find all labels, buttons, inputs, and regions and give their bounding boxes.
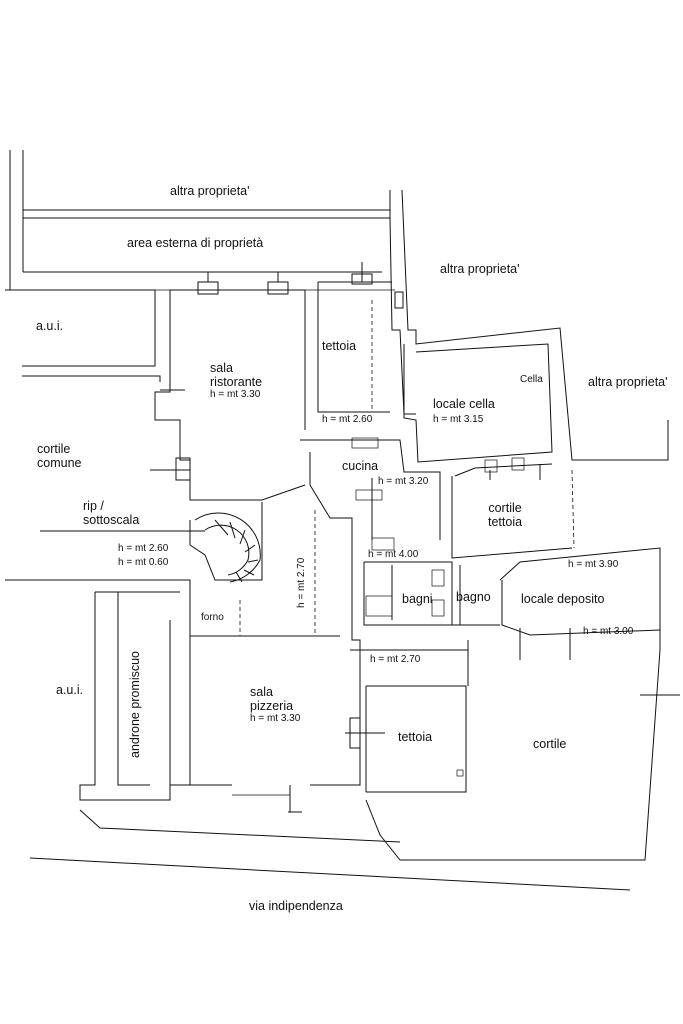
label-height-300: h = mt 3.00 <box>583 626 634 637</box>
label-locale-cella: locale cella <box>433 397 495 411</box>
label-rip-line1: rip / <box>83 499 104 513</box>
label-forno: forno <box>201 612 224 623</box>
label-locale-deposito: locale deposito <box>521 592 605 606</box>
label-cortile: cortile <box>533 737 567 751</box>
label-tettoia-top: tettoia <box>322 339 357 353</box>
label-sala-pizzeria: sala pizzeria <box>250 685 294 714</box>
street-lines <box>29 809 631 891</box>
label-cortile-comune-line1: cortile <box>37 442 71 456</box>
label-height-270-vertical: h = mt 2.70 <box>296 557 307 608</box>
label-aui-top: a.u.i. <box>36 319 64 333</box>
label-cortile-tettoia: cortile tettoia <box>488 501 523 530</box>
label-rip-sottoscala: rip / sottoscala <box>83 499 140 528</box>
right-boundary-walls <box>389 189 669 463</box>
label-altra-proprieta-right-1: altra proprieta' <box>440 262 520 276</box>
aui-top-walls <box>5 289 161 382</box>
label-area-esterna: area esterna di proprietà <box>127 236 264 250</box>
sala-ristorante-walls <box>150 272 306 501</box>
label-locale-cella-height: h = mt 3.15 <box>433 414 484 425</box>
label-sala-pizzeria-line2: pizzeria <box>250 698 294 713</box>
label-cortile-tettoia-line1: cortile <box>488 501 522 515</box>
label-cella: Cella <box>520 374 543 385</box>
spiral-staircase <box>40 502 263 583</box>
label-sala-ristorante: sala ristorante <box>210 361 263 390</box>
label-sala-ristorante-line1: sala <box>210 361 233 375</box>
label-height-400: h = mt 4.00 <box>368 549 419 560</box>
top-boundary-walls <box>9 150 395 291</box>
bagni-walls <box>363 561 500 626</box>
sala-pizzeria-walls <box>170 510 385 813</box>
label-cortile-comune-line2: comune <box>37 455 82 470</box>
tettoia-bottom-walls <box>350 640 469 793</box>
label-sala-ristorante-height: h = mt 3.30 <box>210 389 261 400</box>
label-altra-proprieta-top: altra proprieta' <box>170 184 250 198</box>
label-height-270: h = mt 2.70 <box>370 654 421 665</box>
label-cortile-tettoia-line2: tettoia <box>488 514 523 529</box>
label-sala-pizzeria-line1: sala <box>250 685 273 699</box>
label-androne-promiscuo: androne promiscuo <box>128 650 142 758</box>
label-aui-bottom: a.u.i. <box>56 683 84 697</box>
cucina-walls <box>300 437 441 551</box>
label-cortile-comune: cortile comune <box>37 442 82 471</box>
label-stair-height-260: h = mt 2.60 <box>118 543 169 554</box>
cortile-walls <box>365 649 680 861</box>
cortile-tettoia-walls <box>451 457 575 559</box>
label-stair-height-060: h = mt 0.60 <box>118 557 169 568</box>
label-height-390: h = mt 3.90 <box>568 559 619 570</box>
locale-deposito-walls <box>499 547 661 660</box>
label-bagni: bagni <box>402 592 433 606</box>
label-sala-pizzeria-height: h = mt 3.30 <box>250 713 301 724</box>
label-sala-ristorante-line2: ristorante <box>210 374 263 389</box>
label-altra-proprieta-right-2: altra proprieta' <box>588 375 668 389</box>
label-tettoia-bottom: tettoia <box>398 730 433 744</box>
label-bagno: bagno <box>456 590 491 604</box>
label-height-260-top: h = mt 2.60 <box>322 414 373 425</box>
label-cucina: cucina <box>342 459 379 473</box>
tettoia-top-walls <box>317 262 404 413</box>
label-cucina-height: h = mt 3.20 <box>378 476 429 487</box>
aui-bottom-walls <box>5 579 191 801</box>
label-rip-line2: sottoscala <box>83 512 140 527</box>
label-via-indipendenza: via indipendenza <box>249 899 343 913</box>
